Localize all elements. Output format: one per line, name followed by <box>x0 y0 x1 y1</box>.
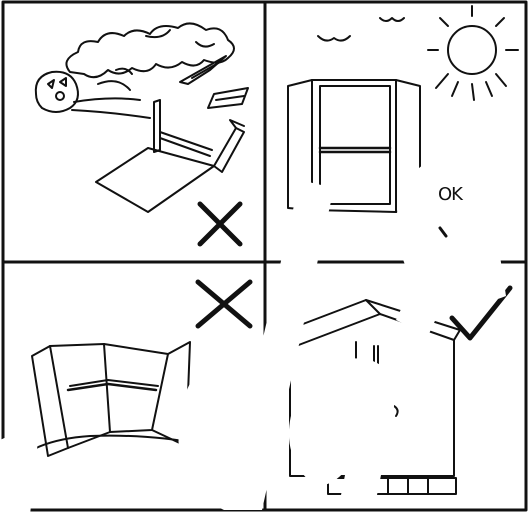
watermark-overlay <box>0 154 518 515</box>
wind-face-icon <box>34 70 79 113</box>
panel-top-left-windy <box>34 22 249 247</box>
wrong-cross-icon <box>195 279 253 329</box>
wrong-cross-icon <box>197 201 243 247</box>
bird-icon <box>317 35 351 42</box>
collapsed-shed-floor <box>95 147 215 213</box>
cloud-icon <box>65 22 235 79</box>
flying-panel <box>179 55 227 85</box>
bird-icon <box>379 17 405 22</box>
watermark-letter-e <box>396 154 518 305</box>
watermark-letter-a <box>288 358 395 500</box>
ok-checkmark-icon <box>449 285 513 341</box>
sun-icon <box>427 5 519 101</box>
ok-checkmark-icon <box>438 226 448 238</box>
ok-label: OK <box>438 184 463 205</box>
flying-board <box>207 87 249 109</box>
